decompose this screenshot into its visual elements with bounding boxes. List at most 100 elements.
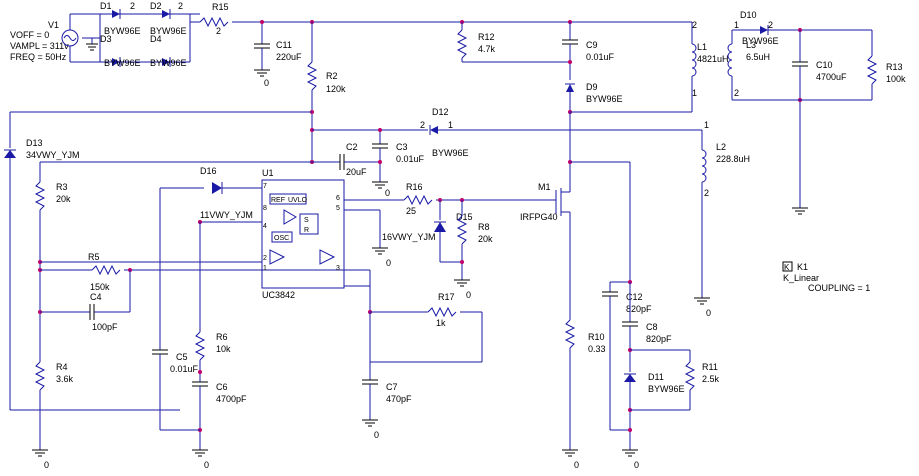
svg-text:R8: R8 [478,222,490,232]
svg-text:2: 2 [216,26,221,36]
svg-text:R16: R16 [406,182,423,192]
svg-text:4: 4 [263,223,267,230]
resistor-R8: R8 20k [456,215,493,245]
svg-text:1: 1 [704,120,709,130]
svg-text:7: 7 [263,183,267,190]
resistor-R2: R2 120k [306,61,346,94]
svg-text:1: 1 [734,20,739,30]
ground-C10 [792,207,808,215]
svg-text:1: 1 [448,120,453,130]
svg-text:0: 0 [264,78,269,88]
svg-text:D13: D13 [26,138,43,148]
inductor-L3: L3 6.5uH 1 2 [727,20,770,98]
svg-text:0: 0 [706,308,711,318]
svg-text:M1: M1 [538,182,551,192]
mosfet-M1: M1 IRFPG40 [520,182,570,222]
svg-text:3: 3 [336,265,340,272]
svg-text:25: 25 [406,206,416,216]
svg-text:100k: 100k [886,74,906,84]
svg-text:470pF: 470pF [386,394,412,404]
svg-text:228.8uH: 228.8uH [716,154,750,164]
svg-text:R15: R15 [212,2,229,12]
capacitor-C11: C11 220uF [254,22,302,70]
svg-text:D9: D9 [586,82,598,92]
svg-text:1: 1 [692,88,697,98]
svg-text:820pF: 820pF [626,304,652,314]
diode-D11: D11 BYW96E [624,372,685,394]
D15-value: 16VWY_YJM [382,232,436,242]
diode-D10: D10 BYW96E 2 [740,10,779,46]
inductor-L1: L1 4821uH 2 1 [691,20,729,98]
resistor-R17: R17 1k [427,292,457,328]
ground-symbol [82,37,100,51]
diode-D9: D9 BYW96E [565,82,623,104]
svg-text:0: 0 [204,460,209,470]
svg-text:C5: C5 [176,352,188,362]
coupling-K1: K K1 K_Linear COUPLING = 1 [782,261,870,293]
D1-ref: D1 [100,1,112,11]
svg-text:D11: D11 [648,372,664,382]
svg-text:R5: R5 [88,252,100,262]
D1-value: BYW96E [104,26,141,36]
svg-text:BYW96E: BYW96E [586,94,623,104]
source-label-vampl: VAMPL = 311v [10,41,69,51]
resistor-R3: R3 20k [34,181,71,211]
svg-text:0.01uF: 0.01uF [170,364,199,374]
svg-text:C7: C7 [386,382,398,392]
svg-text:220uF: 220uF [276,52,302,62]
ground-R8: 0 [454,279,471,300]
svg-text:UC3842: UC3842 [262,290,295,300]
svg-text:0: 0 [44,460,49,470]
svg-text:0: 0 [634,460,639,470]
svg-text:R4: R4 [56,362,68,372]
resistor-R5: R5 150k [88,252,121,292]
D4-ref: D4 [150,34,162,44]
svg-text:120k: 120k [326,84,346,94]
svg-text:IRFPG40: IRFPG40 [520,212,558,222]
svg-text:4700uF: 4700uF [816,72,847,82]
svg-text:2: 2 [263,255,267,262]
svg-text:K1: K1 [797,262,808,272]
diode-D3: D3 [100,34,121,67]
diode-D13: D13 34VWY_YJM [4,138,80,160]
ac-source: VOFF = 0 VAMPL = 311v FREQ = 50Hz V1 [10,14,79,62]
svg-text:0: 0 [374,430,379,440]
svg-text:UVLO: UVLO [288,197,308,204]
svg-text:4700pF: 4700pF [216,394,247,404]
D2-value: BYW96E [150,26,187,36]
D4-value: BYW96E [150,58,187,68]
resistor-R4: R4 3.6k [34,361,74,391]
inductor-L2: L2 228.8uH 1 2 [701,120,750,198]
svg-text:2: 2 [178,1,183,11]
diode-D4: D4 [150,34,171,67]
ground-C11: 0 [254,69,270,88]
svg-text:BYW96E: BYW96E [742,36,779,46]
svg-text:34VWY_YJM: 34VWY_YJM [26,150,80,160]
resistor-R10: R10 0.33 [564,319,606,354]
capacitor-C2: C2 20uF [339,142,367,177]
svg-text:0: 0 [466,290,471,300]
svg-text:R17: R17 [438,292,455,302]
svg-text:20uF: 20uF [346,167,367,177]
svg-text:COUPLING = 1: COUPLING = 1 [808,283,870,293]
svg-text:4.7k: 4.7k [478,44,496,54]
svg-text:REF: REF [271,197,285,204]
resistor-R13: R13 100k [866,55,906,85]
capacitor-C5: C5 0.01uF [152,349,199,374]
svg-text:0.01uF: 0.01uF [396,154,425,164]
ground-C6: 0 [192,449,209,470]
svg-text:0.33: 0.33 [588,344,606,354]
svg-text:0.01uF: 0.01uF [586,52,615,62]
svg-text:1: 1 [263,265,267,272]
diode-D15: D15 [434,200,473,262]
svg-text:20k: 20k [56,194,71,204]
source-ref: V1 [48,20,59,30]
svg-text:4821uH: 4821uH [697,54,729,64]
source-label-freq: FREQ = 50Hz [10,52,67,62]
svg-text:OSC: OSC [274,235,289,242]
ground-C7: 0 [362,419,379,440]
svg-text:R10: R10 [588,332,605,342]
svg-text:D16: D16 [200,166,217,176]
svg-text:0: 0 [386,258,391,268]
svg-text:C2: C2 [346,142,358,152]
